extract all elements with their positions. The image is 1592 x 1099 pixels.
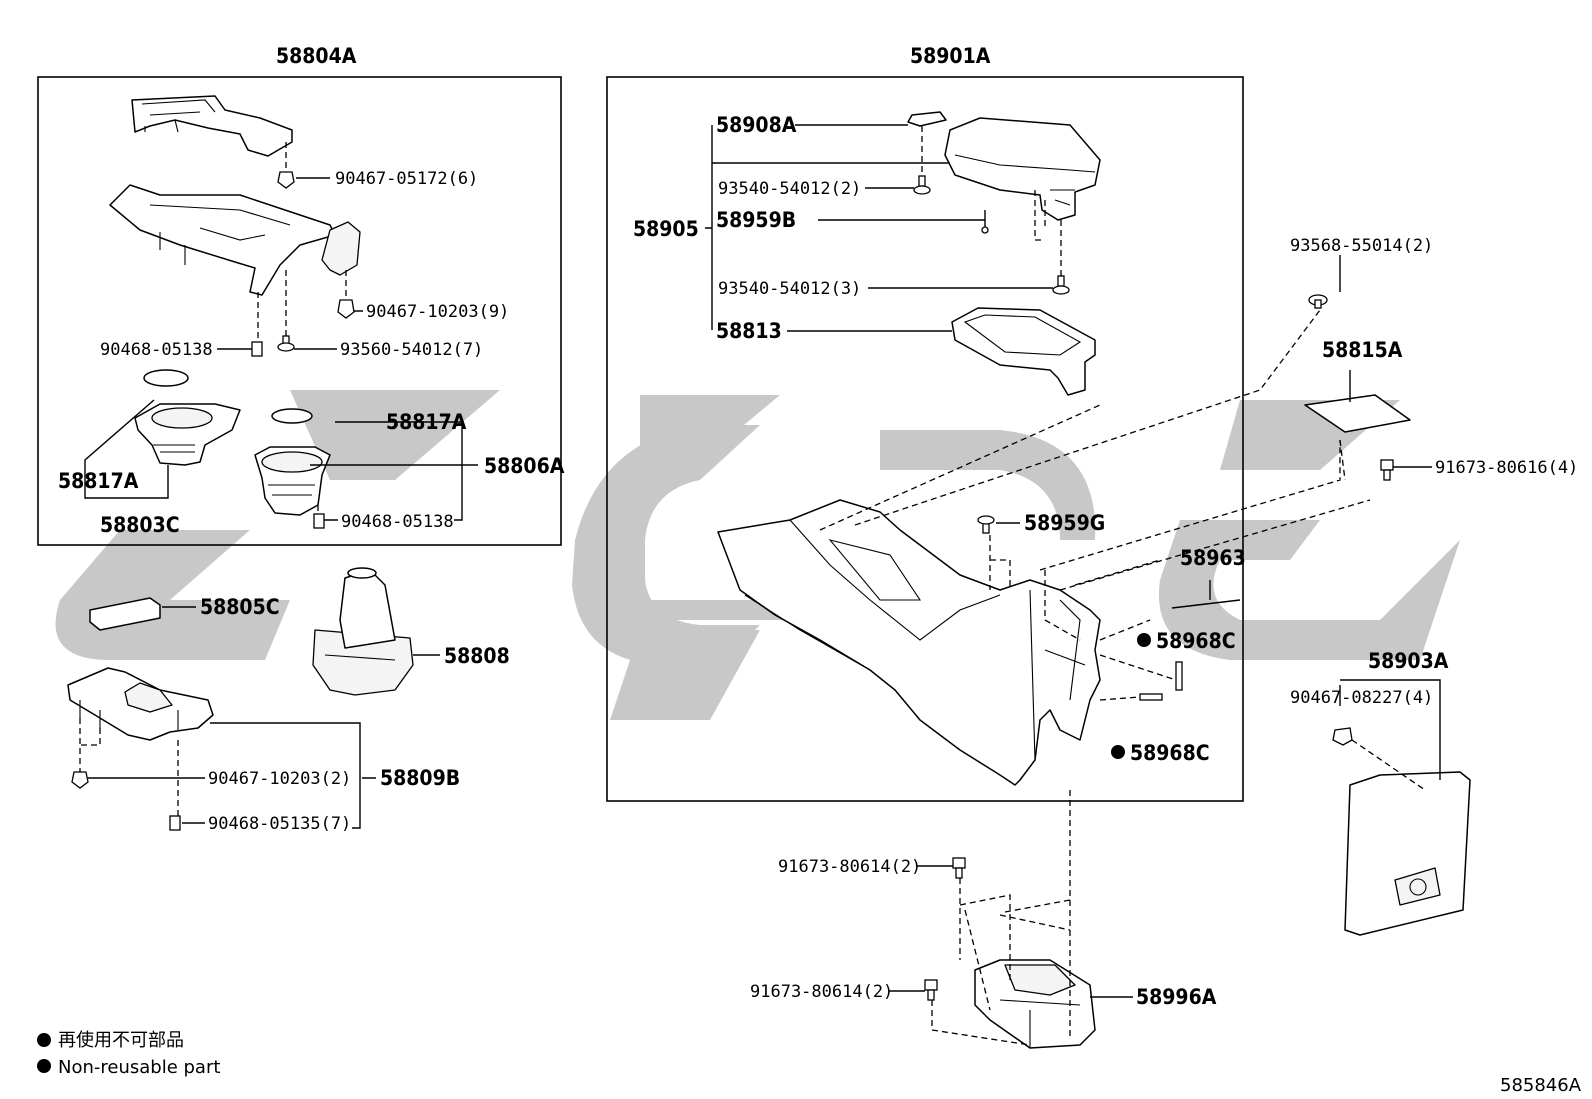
console-body <box>717 499 1101 786</box>
legend-dot-ja <box>37 1033 51 1047</box>
leader-lines-right <box>1339 255 1441 780</box>
label-58959B: 58959B <box>716 208 796 232</box>
label-58815A: 58815A <box>1322 338 1403 362</box>
label-90468-05138-a: 90468-05138 <box>100 340 213 360</box>
label-58963: 58963 <box>1180 546 1246 570</box>
leader-lines-lower-left <box>88 606 440 829</box>
label-58817A-right: 58817A <box>386 410 467 434</box>
clip-90467-08227 <box>1332 727 1353 746</box>
label-90467-08227: 90467-08227(4) <box>1290 688 1433 708</box>
label-91673-80616: 91673-80616(4) <box>1435 458 1578 478</box>
screw-93568-55014 <box>1308 294 1328 309</box>
pin-58959B <box>981 210 989 234</box>
label-90468-05138-b: 90468-05138 <box>341 512 454 532</box>
group-box-58901A <box>606 76 1244 802</box>
label-58968C-b: 58968C <box>1130 741 1210 765</box>
label-93568-55014: 93568-55014(2) <box>1290 236 1433 256</box>
legend-dot-en <box>37 1059 51 1073</box>
tray-58813 <box>951 307 1096 396</box>
label-58809B: 58809B <box>380 766 460 790</box>
label-58968C-a: 58968C <box>1156 629 1236 653</box>
label-58803C: 58803C <box>100 513 180 537</box>
label-58905: 58905 <box>633 217 699 241</box>
clip-90468-05138-a <box>251 341 263 357</box>
leader-lines-bottom <box>889 865 1133 998</box>
label-91673-80614-a: 91673-80614(2) <box>778 857 921 877</box>
label-90467-10203-9: 90467-10203(9) <box>366 302 509 322</box>
screw-93540-54012-b <box>1052 275 1070 295</box>
rod-58963 <box>1171 599 1241 609</box>
pin-58968C-a <box>1175 661 1183 691</box>
bolt-91673-80616 <box>1380 459 1394 481</box>
pin-58968C-b <box>1139 693 1163 701</box>
label-58996A: 58996A <box>1136 985 1217 1009</box>
armrest-lid-58905 <box>944 117 1101 221</box>
bracket-58996A <box>974 959 1096 1049</box>
label-58804A: 58804A <box>276 44 357 68</box>
label-91673-80614-b: 91673-80614(2) <box>750 982 893 1002</box>
clip-90468-05135 <box>169 815 181 831</box>
legend-japanese: 再使用不可部品 <box>58 1030 184 1051</box>
bolt-91673-80614-a <box>952 857 966 879</box>
label-58903A: 58903A <box>1368 649 1449 673</box>
dash-lines-bottom <box>931 790 1071 1046</box>
shift-panel-58809B <box>67 667 214 741</box>
cup-holder-58806A <box>254 408 331 516</box>
screw-58959G <box>977 515 995 534</box>
dash-lines-main <box>819 126 1371 701</box>
figure-id: 585846A <box>1500 1075 1582 1096</box>
non-reusable-dot <box>1137 633 1151 647</box>
screw-93540-54012-a <box>913 175 931 195</box>
label-58817A-left: 58817A <box>58 469 139 493</box>
label-58813: 58813 <box>716 319 782 343</box>
dash-lines-lower-left <box>79 718 179 816</box>
label-93540-54012-3: 93540-54012(3) <box>718 279 861 299</box>
legend-english: Non-reusable part <box>58 1057 220 1078</box>
cup-holder-58803C <box>134 369 241 466</box>
label-58959G: 58959G <box>1024 511 1105 535</box>
label-58805C: 58805C <box>200 595 280 619</box>
pad-58815A <box>1304 394 1411 433</box>
leader-lines-left <box>84 177 478 521</box>
shift-panel-upper <box>131 95 293 157</box>
group-box-58804A <box>37 76 562 546</box>
hinge-58908A <box>907 111 947 127</box>
clip-90467-10203 <box>337 299 355 319</box>
cover-58805C <box>89 597 161 631</box>
screw-93560-54012 <box>277 335 295 352</box>
rear-panel-58903A <box>1344 771 1471 936</box>
label-90467-10203-2: 90467-10203(2) <box>208 769 351 789</box>
label-90467-05172: 90467-05172(6) <box>335 169 478 189</box>
label-58808: 58808 <box>444 644 510 668</box>
label-58806A: 58806A <box>484 454 565 478</box>
label-93540-54012-2: 93540-54012(2) <box>718 179 861 199</box>
label-90468-05135: 90468-05135(7) <box>208 814 351 834</box>
shift-boot-58808 <box>312 567 414 696</box>
clip-90468-05138-b <box>313 513 325 529</box>
dash-lines-right <box>1339 439 1426 791</box>
bolt-91673-80614-b <box>924 979 938 1001</box>
leader-lines-main <box>705 124 1211 600</box>
label-93560-54012: 93560-54012(7) <box>340 340 483 360</box>
non-reusable-dot <box>1111 745 1125 759</box>
clip-90467-10203-2 <box>71 771 89 789</box>
shift-panel-lower <box>109 184 361 296</box>
clip-90467-05172 <box>277 171 295 189</box>
dash-lines-left <box>257 142 347 514</box>
label-58908A: 58908A <box>716 113 797 137</box>
label-58901A: 58901A <box>910 44 991 68</box>
